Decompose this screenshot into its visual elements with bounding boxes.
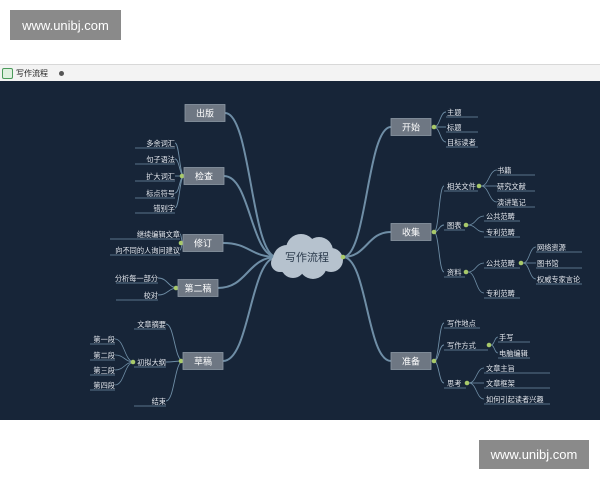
leaf-caogao-1[interactable]: 初拟大纲 <box>137 358 166 367</box>
mindmap-canvas[interactable]: 写作流程 多余词汇句子语法扩大词汇标点符号错别字继续编辑文章向不同的人询问建议分析… <box>0 81 600 420</box>
leaf-jiancha-0[interactable]: 多余词汇 <box>146 139 175 148</box>
watermark-bottom: www.unibj.com <box>479 440 589 469</box>
svg-text:第二稿: 第二稿 <box>184 283 211 295</box>
branch-shouji[interactable]: 收集 <box>390 223 432 241</box>
central-node-dot[interactable] <box>340 254 346 260</box>
svg-text:出版: 出版 <box>196 108 214 120</box>
leaf-dierji-0[interactable]: 分析每一部分 <box>115 274 158 283</box>
branch-zhunbei[interactable]: 准备 <box>390 352 432 370</box>
branch-xiuding-dot[interactable] <box>178 240 184 246</box>
svg-text:检查: 检查 <box>195 171 213 183</box>
node-tubiao-dot[interactable] <box>463 222 469 228</box>
branch-chuban[interactable]: 出版 <box>184 104 226 122</box>
svg-text:收集: 收集 <box>402 227 420 239</box>
leaf-wenjian-0[interactable]: 书籍 <box>497 166 511 175</box>
svg-text:写作流程: 写作流程 <box>285 250 329 264</box>
node-ziliao-dot[interactable] <box>463 269 469 275</box>
branch-caogao-dot[interactable] <box>178 358 184 364</box>
branch-kaishi-dot[interactable] <box>431 124 437 130</box>
watermark-top: www.unibj.com <box>10 10 121 40</box>
svg-text:准备: 准备 <box>402 356 420 368</box>
leaf-wenjian-2[interactable]: 演讲笔记 <box>497 198 526 207</box>
leaf-zhunbei-2[interactable]: 思考 <box>447 379 461 388</box>
leaf-jiancha-1[interactable]: 句子语法 <box>146 155 175 164</box>
leaf-xiuding-0[interactable]: 继续编辑文章 <box>137 230 180 239</box>
central-node-cloud[interactable]: 写作流程 <box>271 234 343 279</box>
tab-title: 写作流程 <box>16 68 48 78</box>
branch-zhunbei-dot[interactable] <box>431 358 437 364</box>
leaf-kaishi-0[interactable]: 主题 <box>447 108 461 117</box>
leaf-gonggong-2[interactable]: 权威专家言论 <box>537 275 581 284</box>
leaf-wenjian-1[interactable]: 研究文献 <box>497 182 526 191</box>
leaf-ziliao-1[interactable]: 专利范畴 <box>486 289 515 298</box>
branch-xiuding[interactable]: 修订 <box>182 234 224 252</box>
leaf-zhunbei-1[interactable]: 写作方式 <box>447 341 476 350</box>
node-ziliao-gonggong-dot[interactable] <box>518 260 524 266</box>
tab-bar: 写作流程 <box>0 64 600 82</box>
leaf-gonggong-1[interactable]: 图书馆 <box>537 259 559 268</box>
leaf-jiancha-2[interactable]: 扩大词汇 <box>146 172 175 181</box>
svg-text:修订: 修订 <box>194 238 212 250</box>
leaf-dagang-0[interactable]: 第一段 <box>93 335 115 344</box>
leaf-jiancha-4[interactable]: 错别字 <box>153 204 175 213</box>
node-sikao-dot[interactable] <box>464 380 470 386</box>
leaf-sikao-2[interactable]: 如何引起读者兴趣 <box>486 395 544 404</box>
mindmap-file-icon <box>2 67 13 79</box>
leaf-gonggong-0[interactable]: 网络资源 <box>537 243 566 252</box>
leaf-shouji-2[interactable]: 资料 <box>447 268 461 277</box>
leaf-dagang-2[interactable]: 第三段 <box>93 366 115 375</box>
leaf-kaishi-1[interactable]: 标题 <box>447 123 461 132</box>
svg-text:开始: 开始 <box>402 122 420 134</box>
leaf-jiancha-3[interactable]: 标点符号 <box>146 189 175 198</box>
leaf-dagang-3[interactable]: 第四段 <box>93 381 115 390</box>
node-fangshi-dot[interactable] <box>486 342 492 348</box>
leaf-tubiao-0[interactable]: 公共范畴 <box>486 212 515 221</box>
leaf-dagang-1[interactable]: 第二段 <box>93 351 115 360</box>
leaf-caogao-2[interactable]: 结束 <box>152 397 166 406</box>
branch-jiancha-dot[interactable] <box>179 173 185 179</box>
leaf-xiuding-1[interactable]: 向不同的人询问建议 <box>115 246 180 255</box>
leaf-shouji-1[interactable]: 图表 <box>447 221 461 230</box>
leaf-ziliao-0[interactable]: 公共范畴 <box>486 259 515 268</box>
branch-caogao[interactable]: 草稿 <box>182 352 224 370</box>
branch-jiancha[interactable]: 检查 <box>183 167 225 185</box>
branch-dierji[interactable]: 第二稿 <box>177 279 219 297</box>
leaf-sikao-0[interactable]: 文章主旨 <box>486 364 515 373</box>
leaf-zhunbei-0[interactable]: 写作地点 <box>447 319 476 328</box>
leaf-caogao-0[interactable]: 文章摘要 <box>137 320 166 329</box>
leaf-kaishi-2[interactable]: 目标读者 <box>447 138 476 147</box>
branch-dierji-dot[interactable] <box>173 285 179 291</box>
branch-kaishi[interactable]: 开始 <box>390 118 432 136</box>
svg-text:草稿: 草稿 <box>194 356 212 368</box>
leaf-sikao-1[interactable]: 文章框架 <box>486 379 515 388</box>
leaf-fangshi-1[interactable]: 电脑编辑 <box>499 349 528 358</box>
leaf-tubiao-1[interactable]: 专利范畴 <box>486 228 515 237</box>
node-wenjian-dot[interactable] <box>476 183 482 189</box>
branch-shouji-dot[interactable] <box>431 229 437 235</box>
leaf-dierji-1[interactable]: 校对 <box>144 291 158 300</box>
tab-writing-process[interactable]: 写作流程 <box>2 66 64 80</box>
node-dagang-dot[interactable] <box>130 359 136 365</box>
mindmap-svg[interactable]: 写作流程 多余词汇句子语法扩大词汇标点符号错别字继续编辑文章向不同的人询问建议分析… <box>0 81 600 420</box>
leaf-fangshi-0[interactable]: 手写 <box>499 333 513 342</box>
tab-modified-dot-icon[interactable] <box>59 70 64 76</box>
leaf-shouji-0[interactable]: 相关文件 <box>447 182 476 191</box>
